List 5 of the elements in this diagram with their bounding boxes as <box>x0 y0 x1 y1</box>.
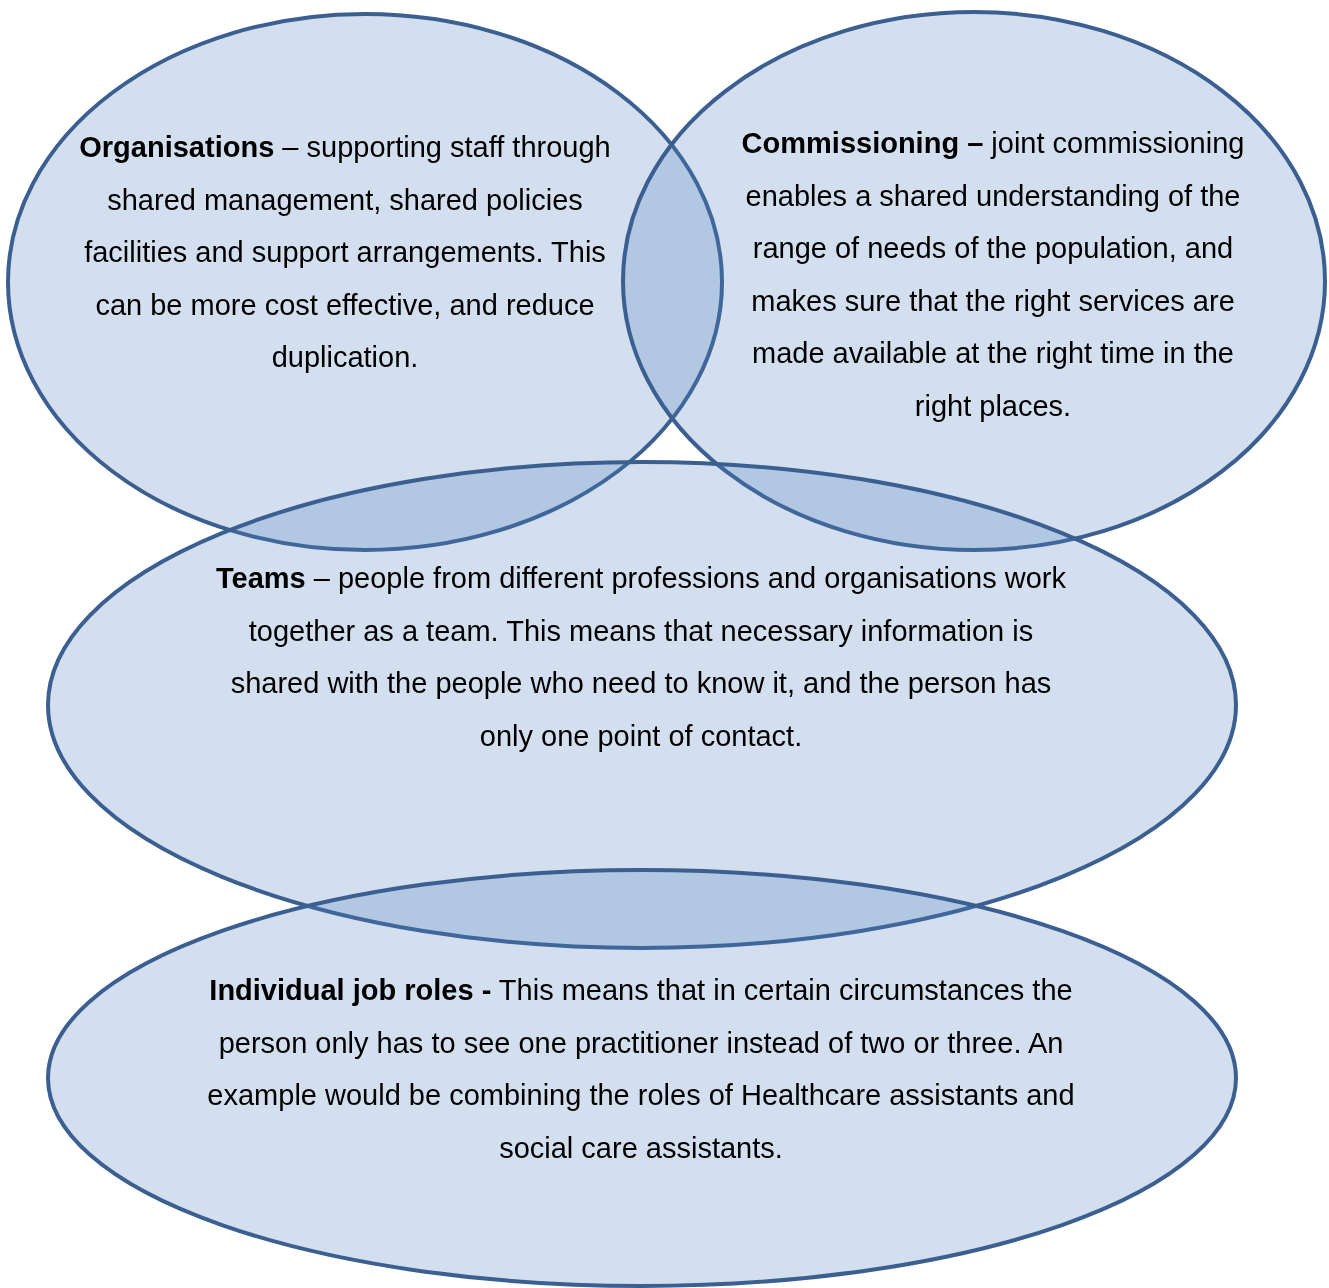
description-text: Individual job roles - This means that in certain circumstances the person only has to see one practitioner instead of two or three. An example would be combining the roles of Healthcare assistants and social care assistants. <box>206 973 1076 1166</box>
ellipse-shape <box>46 868 1238 1288</box>
description-text: Teams – people from different professions and organisations work together as a team. This means that necessary information is shared with the people who need to know it, and the person has only one point of contact. <box>214 561 1068 754</box>
description-text: Organisations – supporting staff through shared management, shared policies facilities and support arrangements. This can be more cost effective, and reduce duplication. <box>78 130 612 375</box>
description-text: Commissioning – joint commissioning enables a shared understanding of the range of needs of the population, and makes sure that the right services are made available at the right time in the right places. <box>740 126 1246 424</box>
